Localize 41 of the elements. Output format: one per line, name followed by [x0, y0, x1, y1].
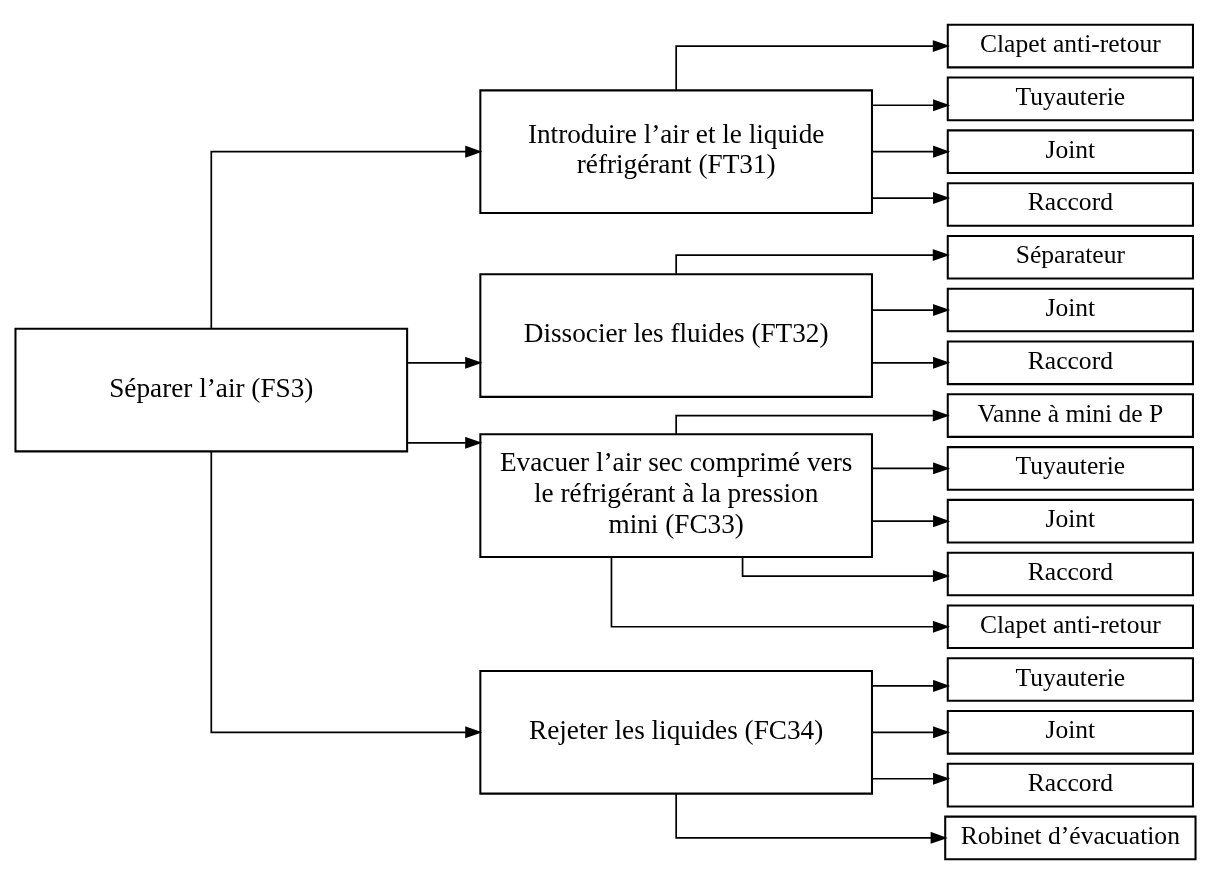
arrow [871, 192, 951, 205]
arrow [871, 679, 951, 692]
node-box: Joint [946, 287, 1194, 333]
node-box: Joint [946, 129, 1194, 174]
node-box: Raccord [946, 762, 1194, 808]
arrow [871, 515, 951, 528]
node-box: Raccord [946, 551, 1194, 597]
arrow [675, 40, 950, 92]
node-box: Clapet anti-retour [946, 604, 1194, 650]
node-box: Tuyauterie [946, 657, 1194, 702]
arrow [871, 304, 951, 316]
node-box: Tuyauterie [946, 446, 1194, 491]
arrow [210, 145, 483, 330]
arrow [871, 726, 951, 739]
node-box: Joint [946, 498, 1194, 544]
node-box: Joint [946, 710, 1194, 755]
arrow [210, 451, 483, 739]
node-box: Dissocier les fluides (FT32) [479, 273, 873, 398]
arrow [871, 356, 951, 369]
node-box: Séparateur [946, 234, 1194, 280]
arrow [871, 99, 951, 112]
node-box: Robinet d’évacuation [944, 815, 1197, 861]
node-box: Tuyauterie [946, 76, 1194, 122]
arrow [871, 145, 951, 158]
arrow [871, 462, 951, 475]
node-box: Raccord [946, 182, 1194, 227]
arrow [406, 356, 483, 369]
arrow [610, 556, 950, 633]
node-box: Introduire l’air et le liquide réfrigérant (FT31) [479, 89, 873, 214]
node-box: Vanne à mini de P [946, 393, 1194, 438]
node-box: Raccord [946, 340, 1194, 386]
node-box: Rejeter les liquides (FC34) [479, 670, 873, 795]
arrow [675, 792, 948, 844]
node-box: Séparer l’air (FS3) [14, 327, 409, 453]
node-box: Clapet anti-retour [946, 23, 1194, 69]
arrow [741, 556, 950, 583]
arrow [675, 249, 950, 275]
arrow [675, 409, 950, 436]
arrow [406, 436, 483, 449]
arrow [871, 772, 951, 785]
node-box: Evacuer l’air sec comprimé vers le réfrigérant à la pression mini (FC33) [479, 433, 873, 558]
